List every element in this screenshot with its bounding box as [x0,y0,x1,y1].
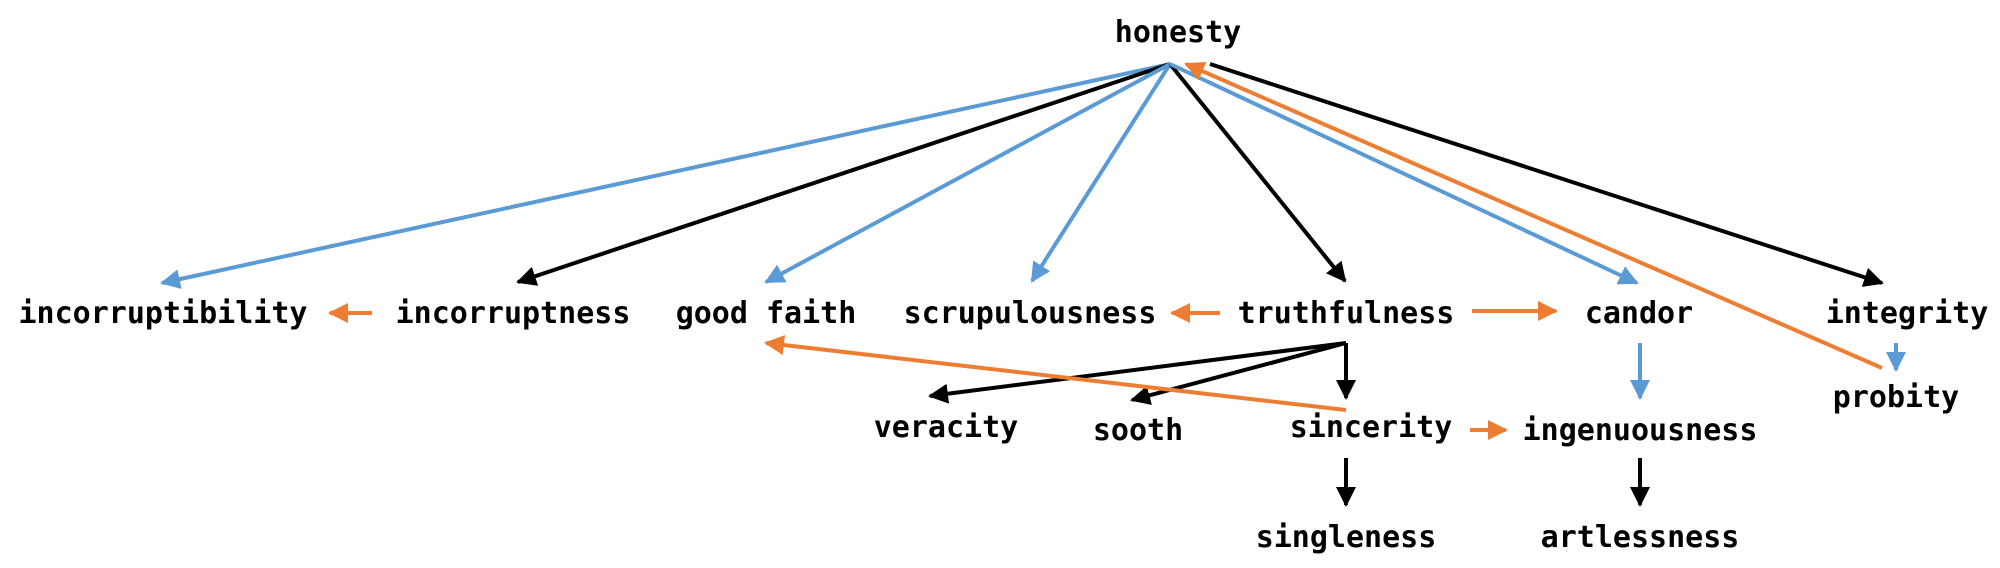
edge-layer [160,62,1906,507]
edge-honesty-to-incorruptibility [160,62,1171,289]
node-honesty: honesty [1115,15,1241,50]
edge-probity-to-honesty [1184,62,1883,370]
edge-honesty-to-scrupulousness [1030,62,1172,283]
edge-truthfulness-to-sooth [1130,341,1347,406]
node-singleness: singleness [1256,520,1437,555]
node-integrity: integrity [1826,296,1989,331]
node-ingenuousness: ingenuousness [1523,413,1758,448]
node-probity: probity [1833,380,1959,415]
node-incorruptibility: incorruptibility [19,296,308,331]
node-candor: candor [1585,296,1693,331]
node-sincerity: sincerity [1290,410,1453,445]
node-scrupulousness: scrupulousness [904,296,1157,331]
edge-sincerity-to-good-faith [764,335,1347,412]
edge-truthfulness-to-veracity [928,341,1347,404]
edge-honesty-to-incorruptness [516,62,1171,286]
edge-honesty-to-candor [1169,62,1639,285]
edge-honesty-to-good-faith [764,62,1171,284]
node-good-faith: good faith [676,296,857,331]
node-truthfulness: truthfulness [1238,296,1455,331]
node-incorruptness: incorruptness [396,296,631,331]
edge-honesty-to-truthfulness [1168,62,1347,283]
node-layer: honesty incorruptibility incorruptness good… [19,15,1989,555]
node-artlessness: artlessness [1541,520,1740,555]
node-sooth: sooth [1093,413,1183,448]
edge-honesty-to-integrity [1209,62,1884,287]
node-veracity: veracity [874,410,1019,445]
